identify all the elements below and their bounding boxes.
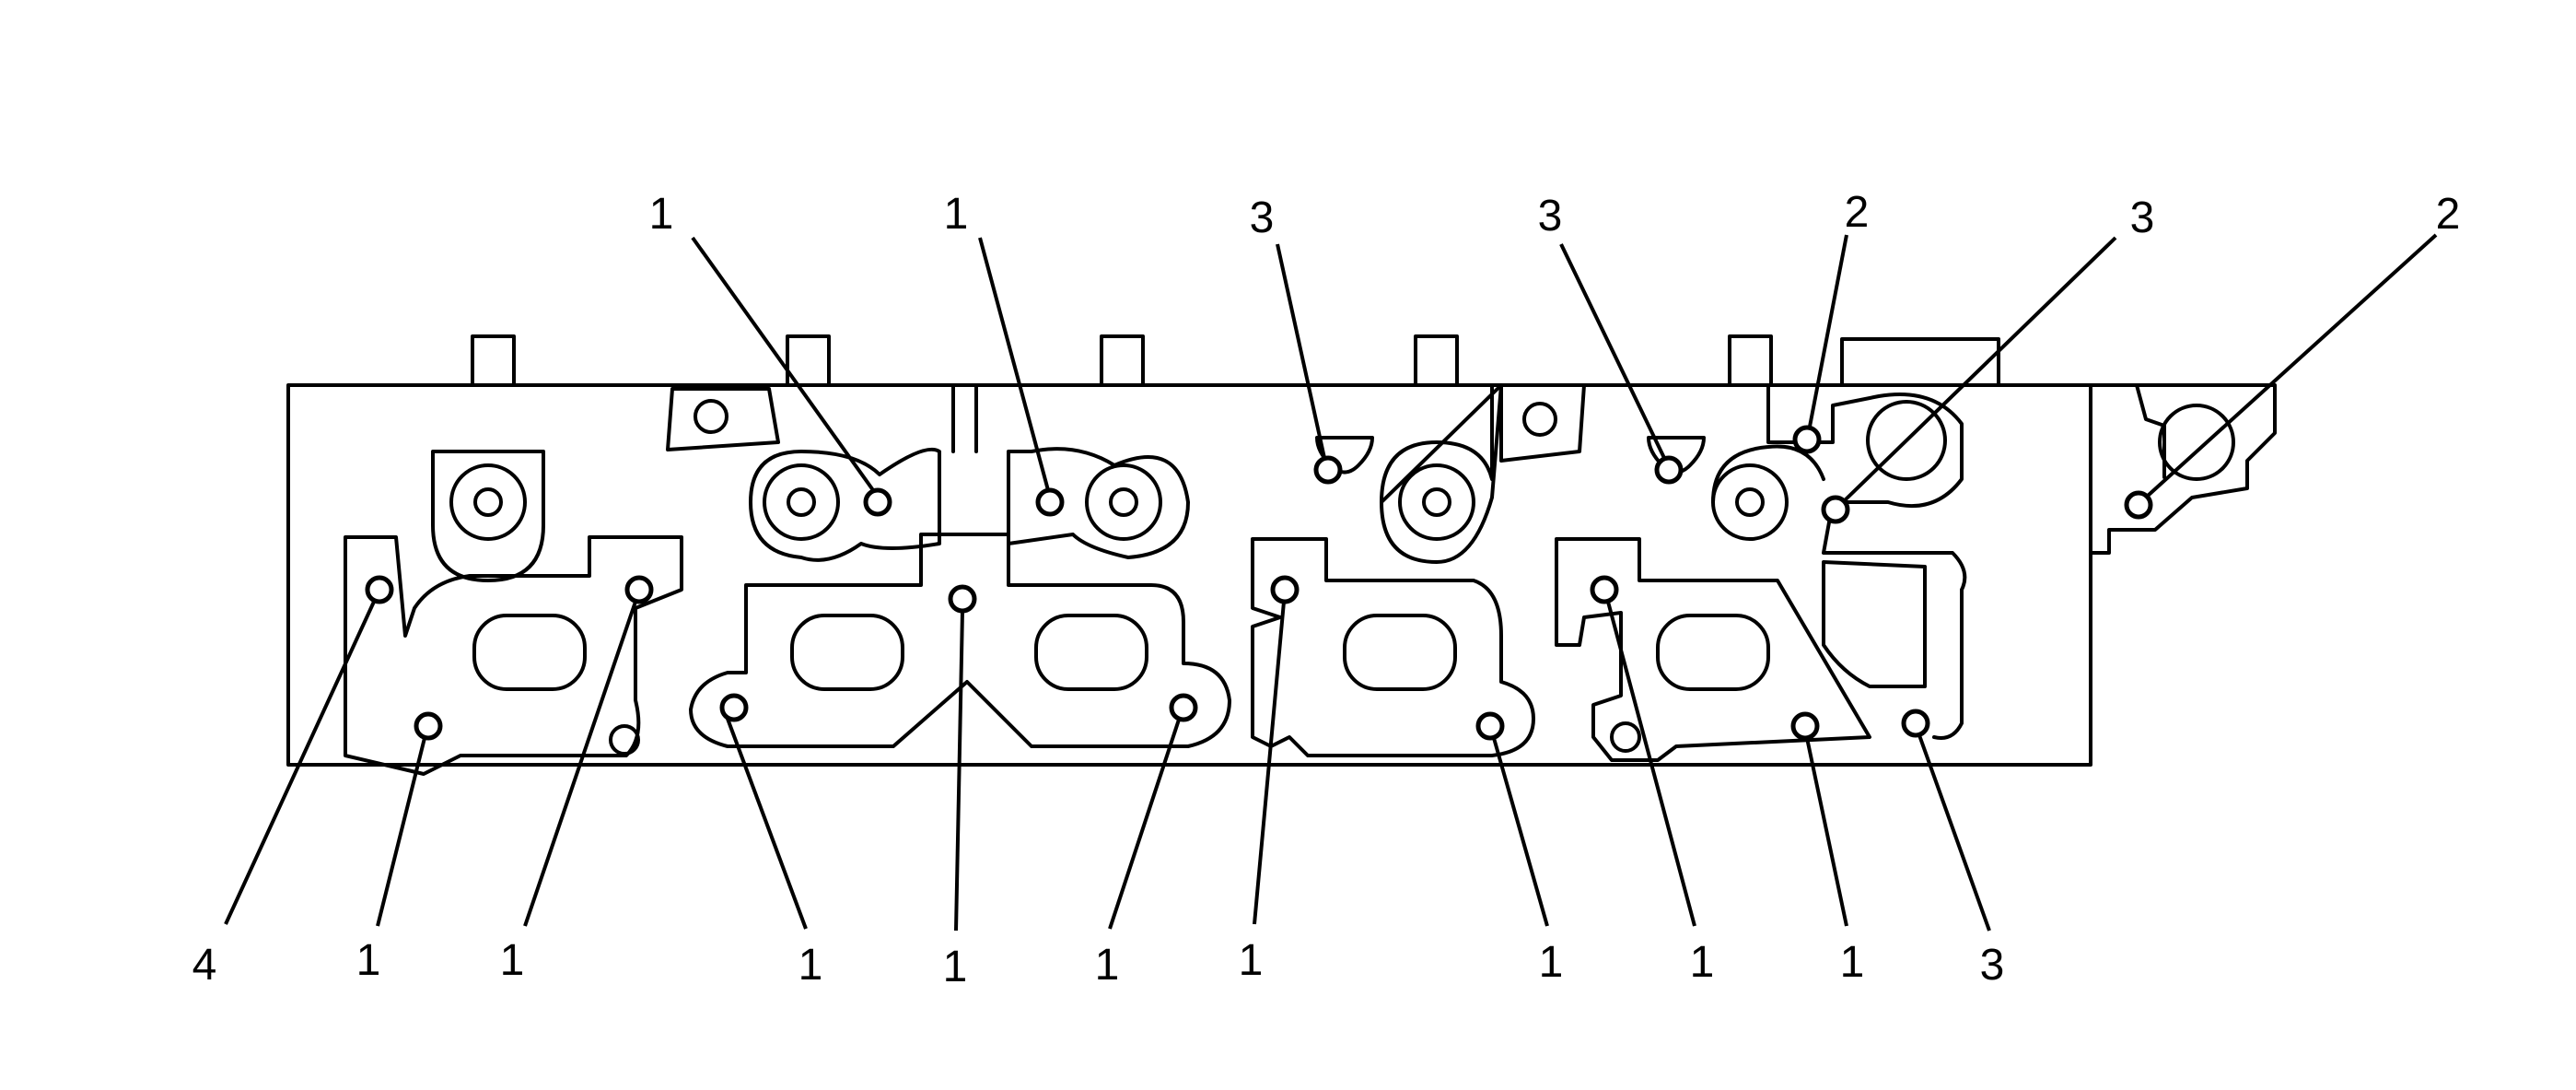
bolt-hole (1654, 455, 1684, 485)
callout-3: 3 (1538, 192, 1563, 240)
callout-1: 1 (500, 936, 525, 985)
callout-1: 1 (1690, 938, 1715, 987)
callout-1: 1 (798, 941, 823, 990)
callout-1: 1 (1095, 941, 1120, 990)
bosses (431, 383, 2235, 740)
bolt-holes (365, 425, 2153, 741)
bolt-hole (1475, 711, 1505, 741)
bolt-hole (1790, 711, 1820, 741)
bolt-hole (719, 693, 749, 722)
bolt-hole (1169, 693, 1198, 722)
callout-3: 3 (1980, 941, 2005, 990)
bolt-hole (1901, 709, 1930, 738)
leader-lines (224, 233, 2438, 932)
bolt-hole (1792, 425, 1822, 454)
callout-4: 4 (192, 941, 217, 990)
bolt-hole (2124, 490, 2153, 520)
callout-1: 1 (1840, 938, 1865, 987)
callout-1: 1 (943, 943, 968, 991)
bolt-hole (1821, 495, 1850, 524)
callout-1: 1 (1239, 936, 1264, 985)
bolt-hole (1590, 575, 1619, 604)
bolt-hole (863, 487, 892, 517)
bolt-hole (365, 575, 394, 604)
callout-1: 1 (944, 190, 969, 239)
bolt-hole (1270, 575, 1300, 604)
callout-1: 1 (649, 190, 674, 239)
callout-labels: 1 1 3 3 2 3 2 4 1 1 1 1 1 1 1 1 1 3 (192, 188, 2461, 991)
bolt-hole (414, 711, 443, 741)
callout-2: 2 (2436, 190, 2461, 239)
port-flanges (344, 533, 1871, 776)
callout-2: 2 (1845, 188, 1870, 237)
bolt-hole (1035, 487, 1065, 517)
bolt-hole (1313, 455, 1343, 485)
cylinder-head-outline (286, 334, 2277, 767)
callout-3: 3 (1250, 193, 1275, 242)
callout-1: 1 (1539, 938, 1564, 987)
bolt-hole (948, 584, 977, 614)
bolt-hole (624, 575, 654, 604)
callout-1: 1 (356, 936, 381, 985)
callout-3: 3 (2130, 193, 2155, 242)
